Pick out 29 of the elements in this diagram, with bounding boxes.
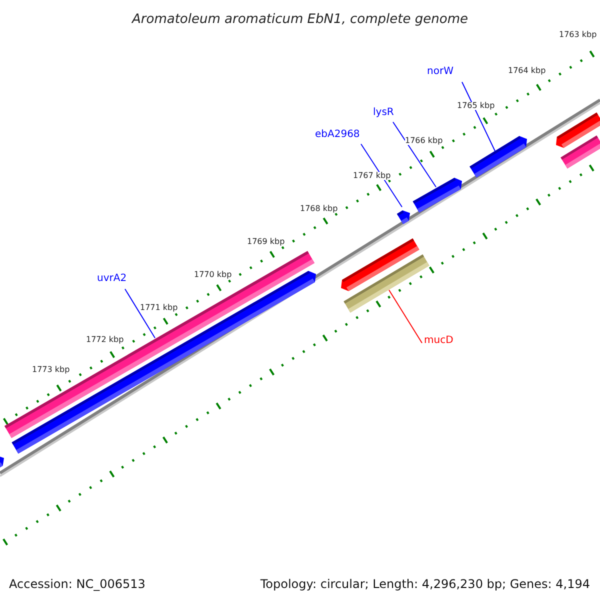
scale-label: 1763 kbp — [559, 31, 597, 39]
scale-label: 1770 kbp — [194, 271, 232, 279]
gene-feature — [343, 254, 430, 313]
leader-line — [124, 288, 156, 338]
gene-feature — [412, 177, 462, 213]
gene-feature — [0, 455, 4, 470]
scale-label: 1767 kbp — [353, 172, 391, 180]
genome-info-text: Topology: circular; Length: 4,296,230 bp; Genes: 4,194 — [260, 576, 590, 593]
scale-label: 1772 kbp — [86, 336, 124, 344]
accession-text: Accession: NC_006513 — [9, 576, 146, 593]
title: Aromatoleum aromaticum EbN1, complete genome — [130, 11, 469, 29]
scale-label: 1764 kbp — [508, 67, 546, 75]
gene-label: mucD — [424, 336, 454, 346]
gene-label: uvrA2 — [97, 274, 127, 284]
leader-line — [462, 82, 496, 152]
leader-line — [392, 122, 436, 188]
scale-label: 1766 kbp — [405, 137, 443, 145]
gene-label: norW — [427, 67, 454, 77]
gene-feature — [396, 210, 410, 225]
gene-label: lysR — [373, 108, 394, 118]
gene-label: ebA2968 — [315, 130, 360, 140]
scale-label: 1768 kbp — [300, 205, 338, 213]
gene-feature — [560, 135, 600, 169]
leader-line — [388, 290, 422, 344]
leader-line — [360, 144, 402, 208]
scale-label: 1765 kbp — [457, 102, 495, 110]
scale-label: 1771 kbp — [140, 304, 178, 312]
scale-label: 1773 kbp — [32, 366, 70, 374]
gene-feature — [469, 136, 527, 178]
